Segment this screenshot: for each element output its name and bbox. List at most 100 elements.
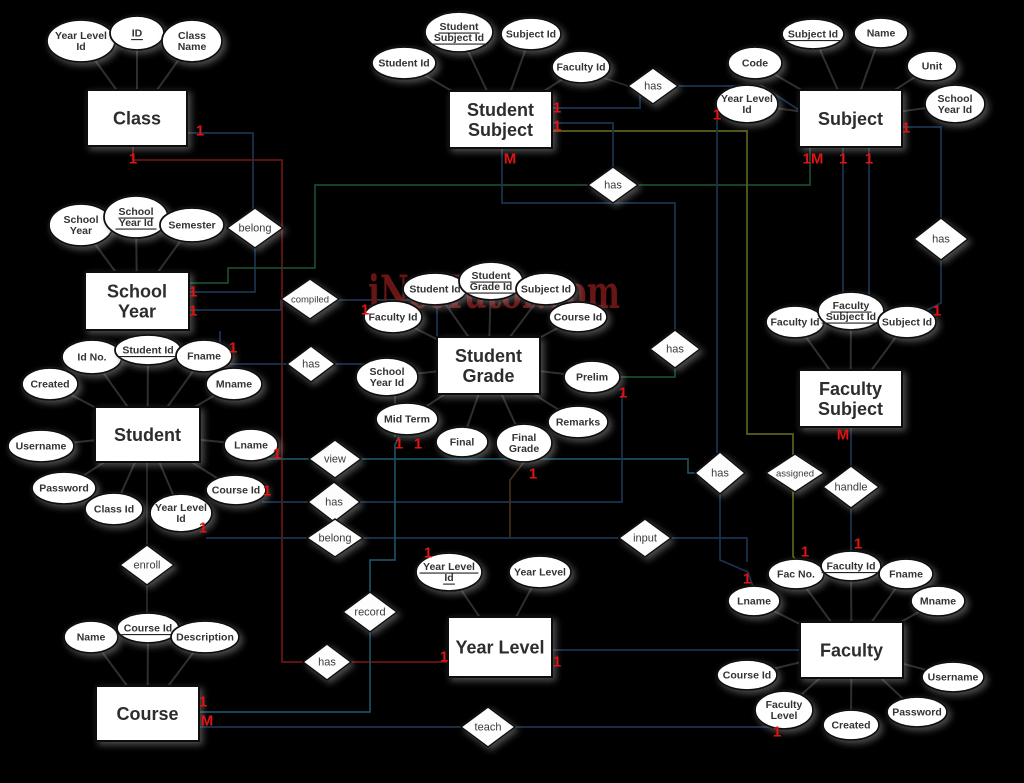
- attribute-label: Remarks: [556, 417, 601, 429]
- cardinality-label: 1: [273, 446, 281, 463]
- cardinality-label: 1: [129, 151, 137, 168]
- attribute-course-id: [716, 659, 778, 691]
- relationship-layer: hashasbelongcompiledhashashasviewhasbelo…: [118, 67, 970, 748]
- relationship-connector: [132, 146, 304, 663]
- attribute-label: Lname: [737, 596, 771, 608]
- attribute-class-id: [84, 492, 144, 526]
- attribute-label: Created: [831, 720, 870, 732]
- cardinality-label: 1: [395, 436, 403, 453]
- attribute-created: [21, 367, 79, 401]
- attribute-subject-id: [781, 18, 845, 50]
- relationship-has: [285, 345, 337, 383]
- attribute-label: Student Id: [378, 58, 429, 70]
- relationship-has: [586, 166, 640, 204]
- attribute-label: Subject Id: [882, 317, 932, 329]
- attribute-label: Course Id: [554, 312, 602, 324]
- attribute-student-subject-id: [424, 11, 494, 53]
- relationship-label: has: [644, 81, 662, 93]
- relationship-enroll: [118, 544, 176, 586]
- attribute-label: Subject Id: [521, 284, 571, 296]
- entity-class: [86, 89, 188, 147]
- attribute-label: Course Id: [124, 623, 172, 635]
- relationship-connector: [189, 247, 256, 293]
- relationship-label: view: [324, 454, 346, 466]
- relationship-label: belong: [318, 533, 351, 545]
- entity-student-grade: [436, 336, 541, 395]
- entity-label-year-level: Year Level: [455, 637, 544, 657]
- entity-faculty-subject: [798, 369, 903, 428]
- cardinality-label: M: [201, 713, 214, 730]
- attribute-school-year-id: [355, 357, 419, 397]
- cardinality-label: 1: [713, 107, 721, 124]
- relationship-connector: [552, 122, 614, 168]
- relationship-assigned: [764, 453, 826, 493]
- entity-student: [94, 406, 201, 463]
- attribute-final: [435, 426, 489, 458]
- relationship-compiled: [279, 278, 341, 320]
- attribute-label: Code: [742, 58, 768, 70]
- cardinality-label: 1: [189, 284, 197, 301]
- relationship-label: enroll: [134, 560, 161, 572]
- attribute-label: Password: [892, 707, 942, 719]
- attribute-lname: [223, 428, 279, 462]
- attribute-lname: [727, 585, 781, 617]
- cardinality-label: 1: [902, 120, 910, 137]
- cardinality-label: 1: [854, 536, 862, 553]
- attribute-fname: [878, 558, 934, 590]
- cardinality-label: 1: [361, 302, 369, 319]
- attribute-label: Final: [450, 437, 475, 449]
- attribute-label: Faculty Id: [826, 561, 875, 573]
- cardinality-label: 1: [229, 340, 237, 357]
- attribute-label: Faculty Id: [368, 312, 417, 324]
- cardinality-label: 1: [553, 118, 561, 135]
- relationship-label: has: [318, 657, 336, 669]
- cardinality-label: 1M: [803, 151, 824, 168]
- attribute-subject-id: [500, 17, 562, 51]
- relationship-connector: [200, 630, 371, 713]
- attribute-label: Username: [928, 672, 979, 684]
- attribute-subject-id: [877, 305, 937, 339]
- relationship-connector: [902, 126, 942, 220]
- attribute-label: Subject Id: [788, 29, 838, 41]
- entity-label-class: Class: [113, 108, 161, 128]
- attribute-label: Description: [176, 632, 234, 644]
- attribute-label: Fac No.: [777, 569, 815, 581]
- attribute-label: Course Id: [723, 670, 771, 682]
- attribute-school-year-id: [924, 84, 986, 124]
- relationship-has: [648, 329, 702, 369]
- cardinality-label: M: [837, 427, 850, 444]
- relationship-label: handle: [834, 482, 867, 494]
- relationship-handle: [821, 465, 881, 509]
- attribute-label: Lname: [234, 440, 268, 452]
- attribute-name: [63, 620, 119, 654]
- attribute-label: Mid Term: [384, 414, 430, 426]
- relationship-view: [307, 439, 363, 479]
- relationship-teach: [459, 706, 517, 748]
- entity-subject: [798, 89, 903, 148]
- attribute-code: [727, 46, 783, 80]
- entity-faculty: [799, 621, 904, 679]
- entity-label-student: Student: [114, 425, 181, 445]
- cardinality-label: 1: [414, 436, 422, 453]
- attribute-label: Course Id: [212, 485, 260, 497]
- attribute-year-level-id: [149, 493, 213, 533]
- attribute-label: Faculty Id: [556, 62, 605, 74]
- entity-school-year: [84, 271, 190, 331]
- relationship-belong: [225, 207, 285, 249]
- cardinality-label: 1: [865, 151, 873, 168]
- relationship-connector: [603, 77, 629, 87]
- attribute-fac-no-: [767, 558, 825, 590]
- attribute-fname: [175, 339, 233, 373]
- attribute-label: Prelim: [576, 372, 608, 384]
- relationship-connector: [189, 184, 589, 284]
- relationship-record: [341, 591, 399, 633]
- attribute-semester: [159, 207, 225, 243]
